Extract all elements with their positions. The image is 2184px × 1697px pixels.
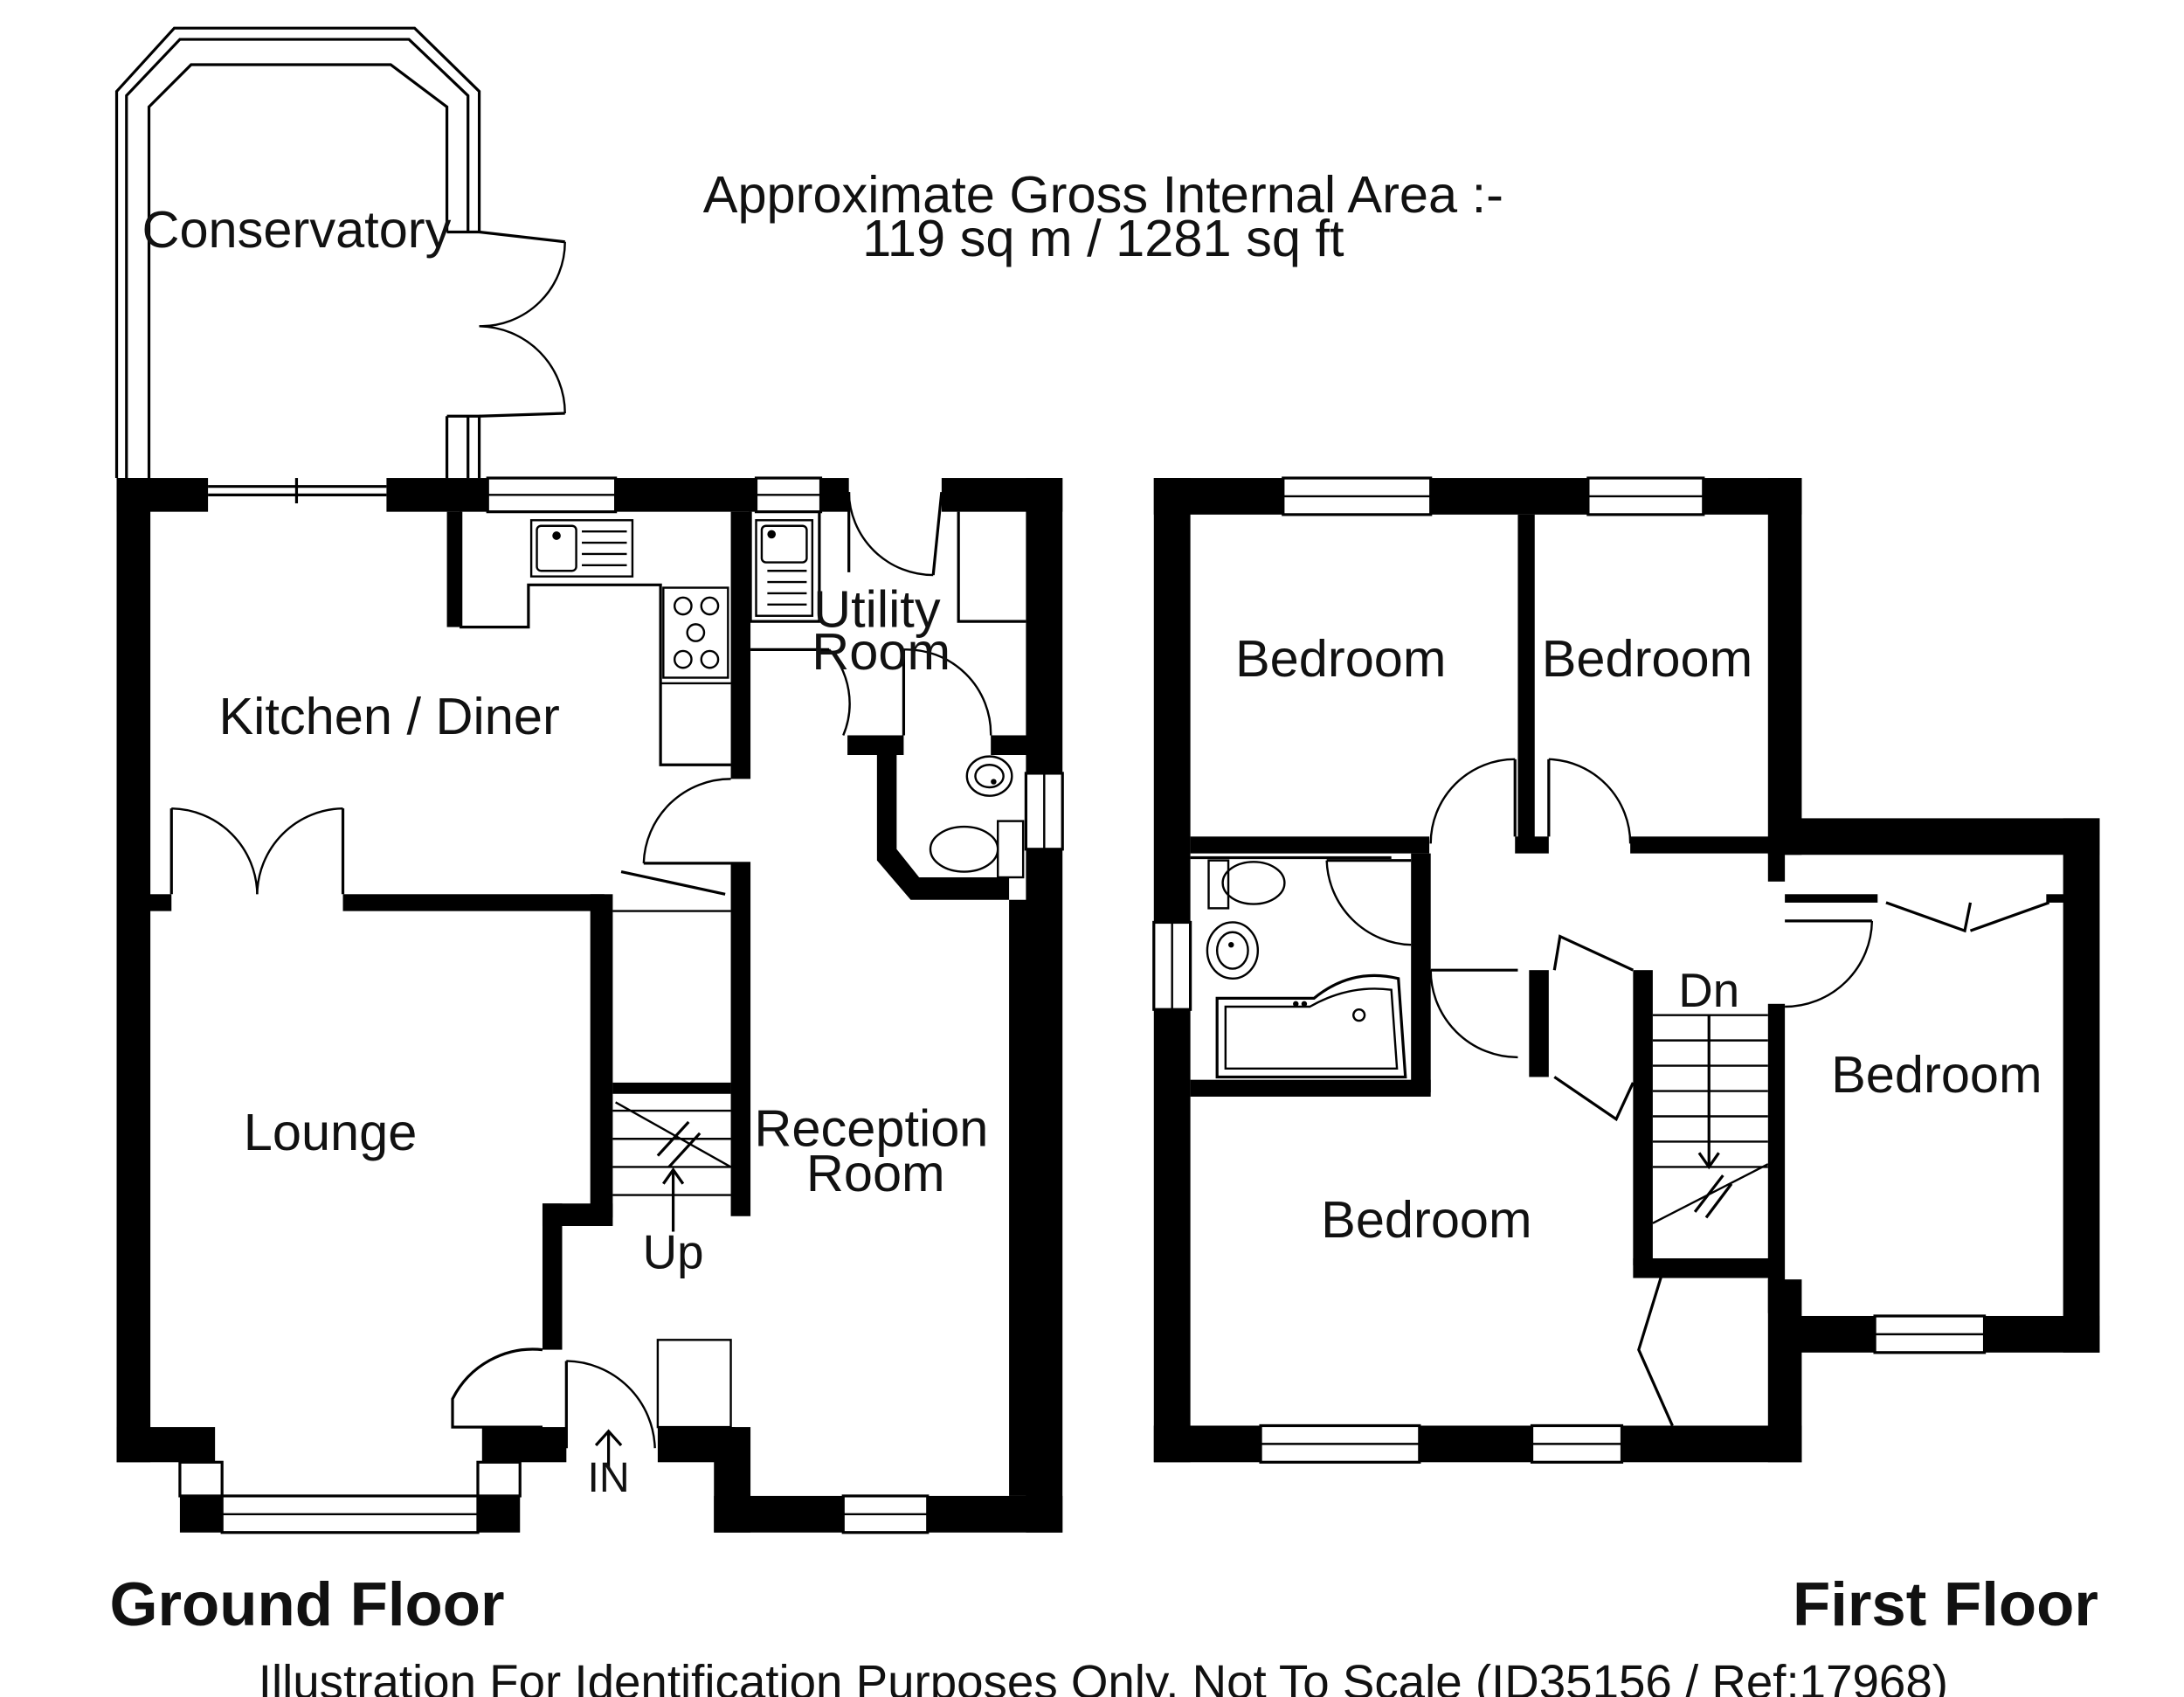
room-label-reception-1: Reception <box>754 1098 988 1157</box>
room-label-bedroom-top-left: Bedroom <box>1235 629 1446 688</box>
ground-floor-plan <box>114 26 1064 1534</box>
first-floor-title: First Floor <box>1793 1569 2098 1638</box>
wc-fittings <box>929 755 1025 879</box>
room-label-lounge: Lounge <box>244 1103 418 1161</box>
lounge-double-door <box>169 807 345 895</box>
cupboard-door <box>612 869 731 912</box>
first-floor-doors <box>1325 758 2050 1427</box>
utility-doors <box>750 491 992 736</box>
area-line-2: 119 sq m / 1281 sq ft <box>862 209 1344 267</box>
first-floor-windows <box>1152 476 1987 1464</box>
stairs-up-label: Up <box>643 1224 704 1278</box>
room-label-bedroom-top-right: Bedroom <box>1542 629 1752 688</box>
room-label-conservatory: Conservatory <box>142 200 451 259</box>
room-label-bedroom-main: Bedroom <box>1321 1190 1531 1249</box>
ground-stairs <box>612 1101 732 1232</box>
ground-floor-internal-walls <box>149 511 1029 1350</box>
room-label-bedroom-right: Bedroom <box>1831 1045 2042 1104</box>
disclaimer-footer: Illustration For Identification Purposes… <box>259 1655 1948 1697</box>
first-floor-stairs <box>1652 1014 1769 1224</box>
kitchen-reception-door <box>642 778 731 865</box>
first-floor-plan <box>1152 476 2100 1464</box>
area-line-1: Approximate Gross Internal Area :- <box>703 165 1503 224</box>
ground-floor-walls <box>116 478 1063 1533</box>
room-label-utility-2: Room <box>812 622 950 681</box>
room-label-reception-2: Room <box>806 1144 945 1202</box>
bathroom-fittings <box>1190 855 1407 1079</box>
ground-floor-windows <box>178 476 1064 1534</box>
first-floor-internal-walls <box>1190 514 2066 1313</box>
room-label-kitchen-diner: Kitchen / Diner <box>218 687 559 745</box>
entrance-label: IN <box>587 1454 629 1501</box>
room-label-utility-1: Utility <box>813 580 941 639</box>
kitchen-fittings <box>460 511 731 766</box>
stairs-down-label: Dn <box>1678 963 1739 1017</box>
front-entrance <box>451 1339 732 1468</box>
ground-floor-title: Ground Floor <box>109 1569 504 1638</box>
conservatory-double-door <box>479 230 566 418</box>
utility-fittings <box>749 511 1026 623</box>
